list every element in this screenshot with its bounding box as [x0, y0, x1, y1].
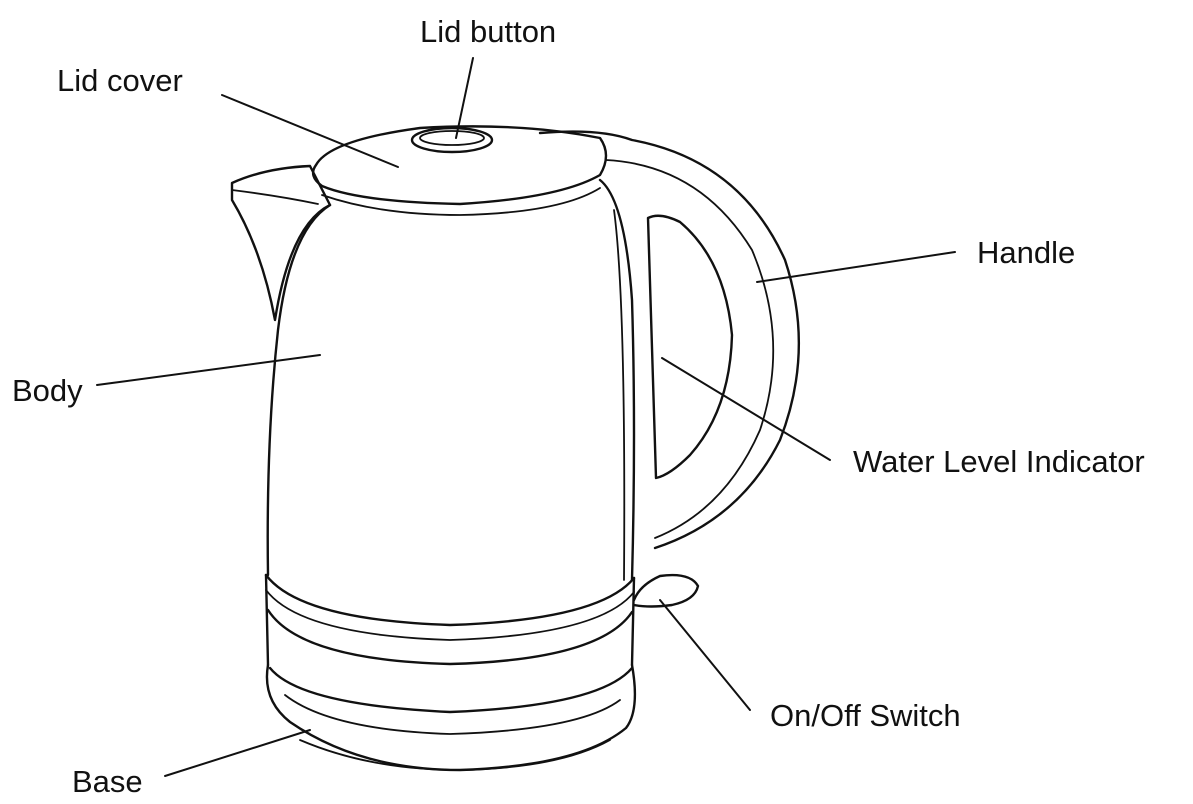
- body-band-top-2: [265, 589, 635, 641]
- body-band-left: [264, 573, 270, 667]
- handle-outline: [538, 130, 800, 550]
- label-base: Base: [72, 764, 143, 799]
- body-band-top: [264, 573, 636, 627]
- label-body: Body: [12, 373, 83, 408]
- leader-base: [164, 729, 311, 777]
- kettle-illustration: [230, 125, 800, 772]
- spout-lip: [231, 189, 319, 205]
- label-on-off-switch: On/Off Switch: [770, 698, 961, 733]
- label-handle: Handle: [977, 235, 1076, 270]
- base-top-rim: [268, 666, 634, 714]
- label-lid-button: Lid button: [420, 14, 557, 49]
- lid-button-shape: [410, 126, 494, 154]
- label-lid-cover: Lid cover: [57, 63, 183, 98]
- label-water-level-indicator: Water Level Indicator: [853, 444, 1145, 479]
- switch-shape: [632, 573, 700, 608]
- base-bottom-rim: [299, 739, 611, 771]
- lid-rim: [321, 187, 601, 216]
- leader-body: [96, 354, 321, 386]
- body-band-bottom: [266, 608, 634, 666]
- spout: [230, 164, 332, 322]
- handle-grip-cutout: [646, 214, 734, 480]
- leader-lid-cover: [221, 94, 399, 168]
- leader-lid-button: [455, 57, 474, 139]
- body-outline-right: [598, 178, 636, 582]
- leader-on-off-switch: [659, 599, 751, 711]
- leader-water-level: [661, 357, 831, 461]
- handle-outline-inner: [605, 159, 775, 539]
- leader-handle: [756, 251, 956, 283]
- leader-lines: [96, 57, 956, 777]
- lid-button-inner: [419, 130, 485, 146]
- body-outline: [266, 203, 332, 577]
- body-highlight: [613, 209, 626, 581]
- body-band-right: [630, 576, 636, 667]
- base-inner-rim: [284, 694, 621, 735]
- lid-cover-shape: [311, 125, 608, 206]
